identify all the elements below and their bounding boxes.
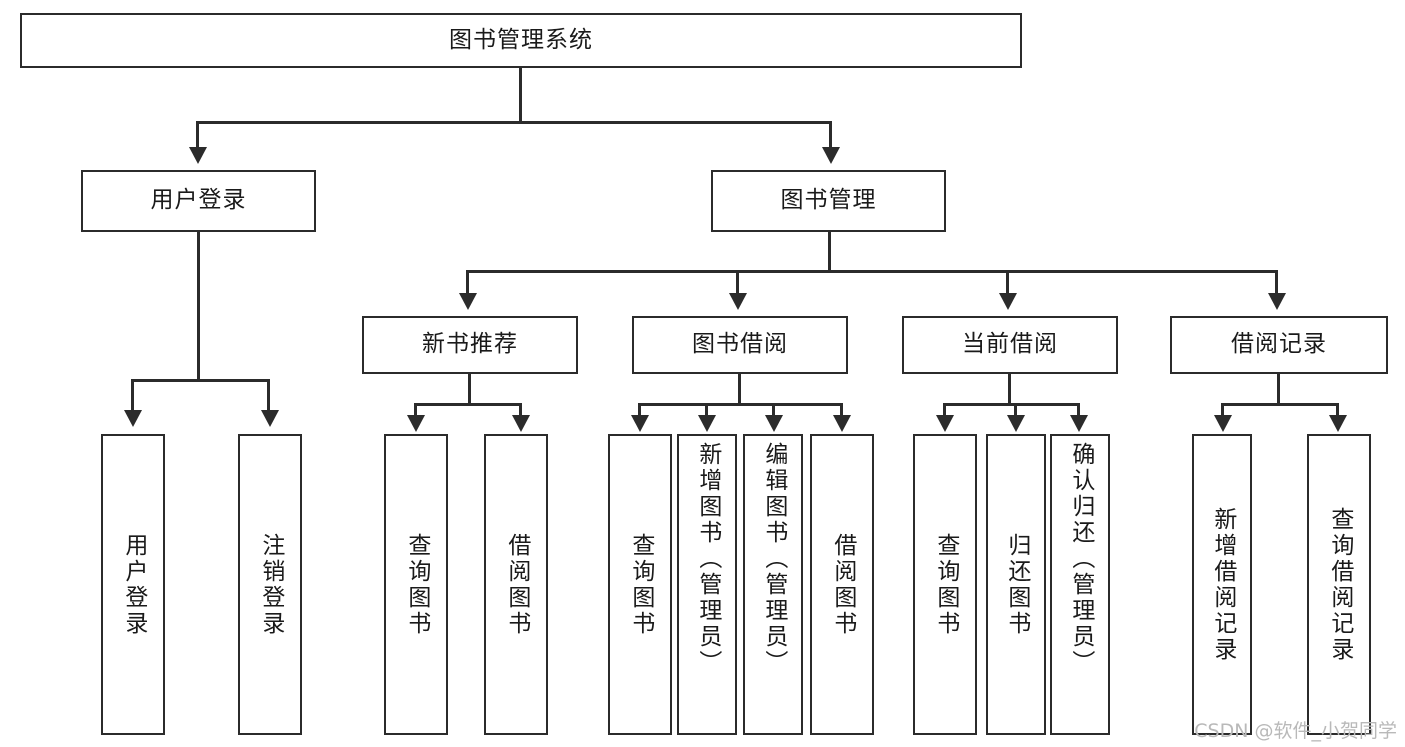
node-label: 注销登录 bbox=[257, 532, 284, 637]
node-label: 当前借阅 bbox=[962, 331, 1058, 358]
arrow-cb-leaf-1 bbox=[936, 415, 954, 432]
arrow-user-login-leaf-1 bbox=[124, 410, 142, 427]
arrow-br-leaf-2 bbox=[1329, 415, 1347, 432]
connector-nbr-drop-1 bbox=[414, 403, 417, 417]
node-leaf-add-record[interactable]: 新增借阅记录 bbox=[1192, 434, 1252, 735]
connector-user-login-drop-2 bbox=[267, 379, 270, 411]
arrow-bm-to-borrow-record bbox=[1268, 293, 1286, 310]
node-label: 用户登录 bbox=[120, 532, 147, 637]
connector-book-manage-bus bbox=[466, 270, 1278, 273]
node-label: 新增图书（管理员） bbox=[694, 442, 721, 676]
node-label: 用户登录 bbox=[150, 187, 247, 214]
connector-bb-drop-1 bbox=[638, 403, 641, 417]
connector-br-bus bbox=[1221, 403, 1339, 406]
arrow-bm-to-current-borrow bbox=[999, 293, 1017, 310]
node-leaf-query-book-rec[interactable]: 查询图书 bbox=[384, 434, 448, 735]
connector-br-drop-2 bbox=[1336, 403, 1339, 417]
node-leaf-query-book[interactable]: 查询图书 bbox=[608, 434, 672, 735]
arrow-bb-leaf-2 bbox=[698, 415, 716, 432]
node-borrow-record[interactable]: 借阅记录 bbox=[1170, 316, 1388, 374]
node-leaf-borrow-book-rec[interactable]: 借阅图书 bbox=[484, 434, 548, 735]
arrow-user-login-leaf-2 bbox=[261, 410, 279, 427]
connector-book-manage-stem bbox=[828, 232, 831, 272]
arrow-nbr-leaf-2 bbox=[512, 415, 530, 432]
connector-bb-drop-3 bbox=[772, 403, 775, 417]
connector-nbr-stem bbox=[468, 374, 471, 406]
arrow-bb-leaf-1 bbox=[631, 415, 649, 432]
arrow-bm-to-book-borrow bbox=[729, 293, 747, 310]
node-leaf-query-record[interactable]: 查询借阅记录 bbox=[1307, 434, 1371, 735]
node-label: 查询借阅记录 bbox=[1326, 506, 1353, 663]
arrow-bm-to-new-book-rec bbox=[459, 293, 477, 310]
connector-cb-drop-3 bbox=[1077, 403, 1080, 417]
node-leaf-user-login[interactable]: 用户登录 bbox=[101, 434, 165, 735]
node-label: 查询图书 bbox=[932, 532, 959, 637]
arrow-root-to-user-login bbox=[189, 147, 207, 164]
connector-root-to-book-manage bbox=[829, 121, 832, 149]
connector-bm-drop-2 bbox=[736, 270, 739, 295]
arrow-nbr-leaf-1 bbox=[407, 415, 425, 432]
csdn-watermark: CSDN @软件_小贺同学 bbox=[1194, 720, 1397, 742]
node-new-book-rec[interactable]: 新书推荐 bbox=[362, 316, 578, 374]
node-label: 借阅图书 bbox=[829, 532, 856, 637]
connector-cb-drop-1 bbox=[943, 403, 946, 417]
connector-bb-drop-4 bbox=[840, 403, 843, 417]
node-label: 查询图书 bbox=[403, 532, 430, 637]
node-label: 图书管理系统 bbox=[449, 26, 593, 53]
node-label: 确认归还（管理员） bbox=[1067, 442, 1094, 676]
connector-cb-stem bbox=[1008, 374, 1011, 406]
arrow-br-leaf-1 bbox=[1214, 415, 1232, 432]
node-label: 新增借阅记录 bbox=[1209, 506, 1236, 663]
node-label: 图书管理 bbox=[780, 187, 877, 214]
node-book-manage[interactable]: 图书管理 bbox=[711, 170, 946, 232]
node-leaf-user-logout[interactable]: 注销登录 bbox=[238, 434, 302, 735]
connector-user-login-stem bbox=[197, 232, 200, 382]
arrow-cb-leaf-2 bbox=[1007, 415, 1025, 432]
connector-bb-bus bbox=[638, 403, 843, 406]
connector-nbr-drop-2 bbox=[519, 403, 522, 417]
node-label: 查询图书 bbox=[627, 532, 654, 637]
node-leaf-add-book[interactable]: 新增图书（管理员） bbox=[677, 434, 737, 735]
node-label: 归还图书 bbox=[1003, 532, 1030, 637]
node-leaf-confirm-return[interactable]: 确认归还（管理员） bbox=[1050, 434, 1110, 735]
connector-bb-stem bbox=[738, 374, 741, 406]
node-current-borrow[interactable]: 当前借阅 bbox=[902, 316, 1118, 374]
node-leaf-query-book-cur[interactable]: 查询图书 bbox=[913, 434, 977, 735]
node-label: 借阅记录 bbox=[1231, 331, 1327, 358]
connector-bm-drop-4 bbox=[1275, 270, 1278, 295]
node-leaf-edit-book[interactable]: 编辑图书（管理员） bbox=[743, 434, 803, 735]
connector-root-to-user-login bbox=[196, 121, 199, 149]
connector-bm-drop-3 bbox=[1006, 270, 1009, 295]
node-leaf-return-book[interactable]: 归还图书 bbox=[986, 434, 1046, 735]
node-label: 图书借阅 bbox=[692, 331, 788, 358]
connector-bb-drop-2 bbox=[705, 403, 708, 417]
arrow-cb-leaf-3 bbox=[1070, 415, 1088, 432]
connector-root-bus bbox=[196, 121, 832, 124]
node-label: 编辑图书（管理员） bbox=[760, 442, 787, 676]
arrow-bb-leaf-4 bbox=[833, 415, 851, 432]
connector-user-login-drop-1 bbox=[131, 379, 134, 411]
connector-cb-bus bbox=[943, 403, 1080, 406]
connector-br-stem bbox=[1277, 374, 1280, 406]
connector-user-login-bus bbox=[131, 379, 269, 382]
connector-br-drop-1 bbox=[1221, 403, 1224, 417]
node-label: 借阅图书 bbox=[503, 532, 530, 637]
node-book-borrow[interactable]: 图书借阅 bbox=[632, 316, 848, 374]
node-leaf-borrow-book[interactable]: 借阅图书 bbox=[810, 434, 874, 735]
node-root-system[interactable]: 图书管理系统 bbox=[20, 13, 1022, 68]
arrow-bb-leaf-3 bbox=[765, 415, 783, 432]
connector-nbr-bus bbox=[414, 403, 522, 406]
connector-cb-drop-2 bbox=[1014, 403, 1017, 417]
arrow-root-to-book-manage bbox=[822, 147, 840, 164]
node-user-login[interactable]: 用户登录 bbox=[81, 170, 316, 232]
node-label: 新书推荐 bbox=[422, 331, 518, 358]
connector-bm-drop-1 bbox=[466, 270, 469, 295]
connector-root-stem bbox=[519, 68, 522, 121]
